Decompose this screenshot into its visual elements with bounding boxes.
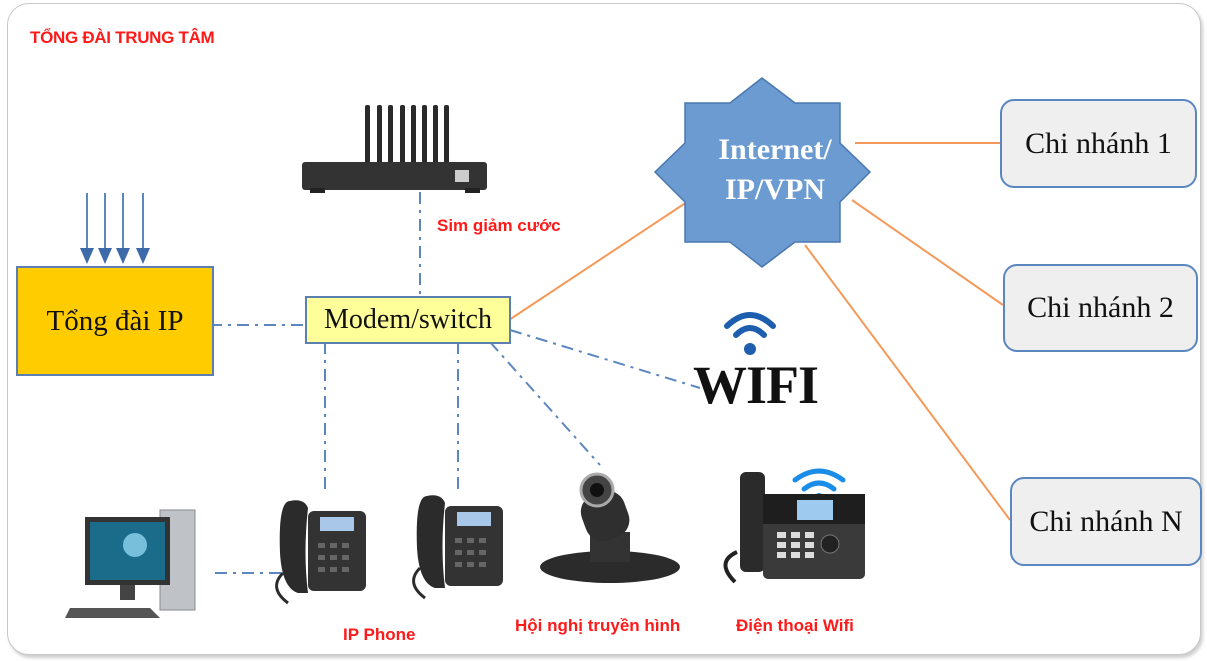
wifi-desk-phone-icon — [723, 468, 865, 584]
diagram-title: TỔNG ĐÀI TRUNG TÂM — [30, 28, 215, 47]
modem-label: Modem/switch — [324, 304, 492, 335]
internet-cloud-shape — [653, 77, 872, 268]
gsm-gateway-icon — [302, 105, 487, 193]
branch-label: Chi nhánh N — [1029, 504, 1183, 538]
pbx-label: Tổng đài IP — [46, 304, 184, 337]
internet-label-line1: Internet/ — [718, 133, 832, 166]
wifi-label: WIFI — [693, 355, 819, 415]
wifi-phone-label: Điện thoại Wifi — [736, 616, 854, 635]
link-modem-camera — [489, 341, 601, 466]
internet-label-line2: IP/VPN — [725, 173, 825, 206]
desk-phone-icon — [412, 495, 503, 600]
wifi-signal-icon — [724, 312, 776, 355]
down-arrows-icon — [80, 193, 150, 264]
internet-node: Internet/ IP/VPN — [690, 130, 860, 210]
conference-camera-icon — [540, 472, 680, 583]
branch-node-1: Chi nhánh 1 — [1000, 99, 1197, 188]
modem-node: Modem/switch — [305, 296, 511, 344]
link-modem-internet — [508, 199, 691, 321]
link-internet-branchN — [804, 244, 1011, 521]
branch-node-2: Chi nhánh 2 — [1003, 264, 1198, 352]
link-modem-wifi — [509, 329, 701, 389]
desktop-computer-icon — [65, 509, 196, 618]
branch-label: Chi nhánh 2 — [1027, 291, 1174, 324]
branch-label: Chi nhánh 1 — [1025, 126, 1172, 160]
desk-phone-icon — [275, 500, 366, 605]
ip-phone-label: IP Phone — [343, 625, 416, 644]
pbx-node: Tổng đài IP — [16, 266, 214, 376]
link-internet-branch2 — [851, 199, 1004, 306]
branch-node-n: Chi nhánh N — [1010, 477, 1202, 566]
video-conference-label: Hội nghị truyền hình — [515, 616, 681, 635]
sim-label: Sim giảm cước — [437, 216, 561, 235]
